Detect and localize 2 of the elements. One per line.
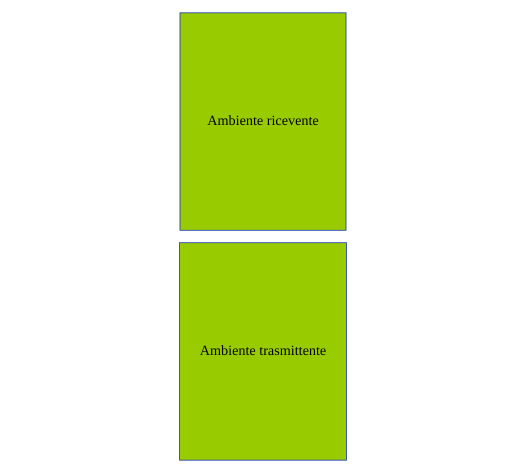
node-box: Ambiente trasmittente [179, 242, 347, 461]
node-box: Ambiente ricevente [180, 12, 346, 231]
